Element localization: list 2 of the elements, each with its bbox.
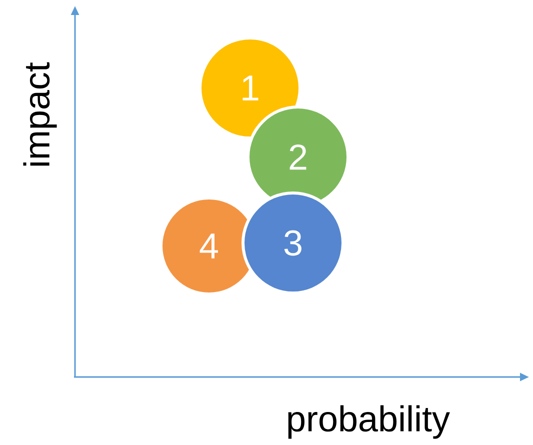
axis-label: impact	[23, 62, 57, 166]
axis-label: probability	[288, 405, 450, 439]
